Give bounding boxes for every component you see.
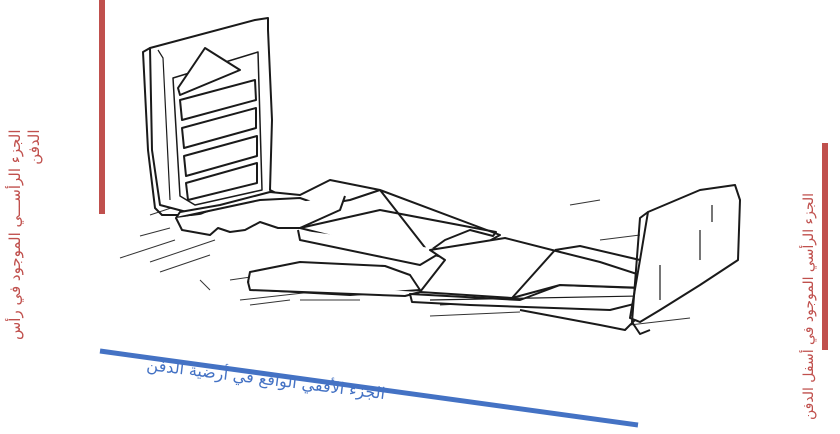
red-accent-bar-right <box>822 143 828 350</box>
head-part-label: الجزء الرأســـي الموجود في رأس الدفن <box>6 129 44 340</box>
head-part-label-line1: الجزء الرأســـي الموجود في رأس <box>6 129 25 340</box>
foot-part-label: الجزء الرأسي الموجود في أسفل الدفن <box>800 193 819 420</box>
floor-slabs <box>176 180 650 330</box>
head-part-label-line2: الدفن <box>25 129 44 340</box>
head-stele <box>143 18 280 215</box>
foot-stele <box>630 185 740 334</box>
red-accent-bar-left <box>99 0 105 214</box>
